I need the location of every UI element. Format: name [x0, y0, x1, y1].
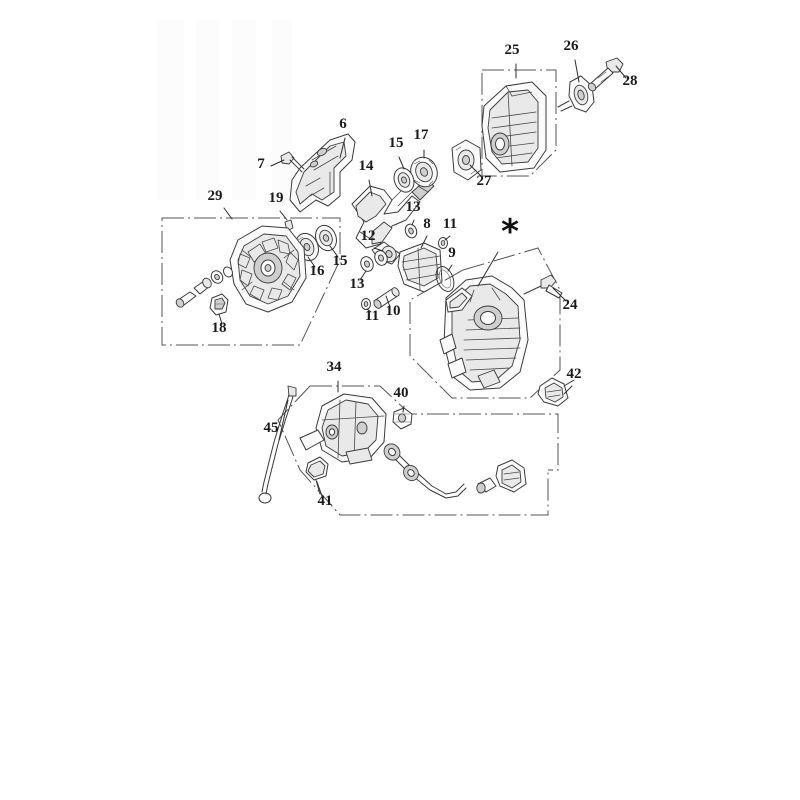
- part-26-bracket: [557, 75, 595, 113]
- callout-28: 28: [623, 73, 638, 89]
- callout-12: 12: [361, 228, 376, 244]
- callout-13b: 13: [350, 276, 365, 292]
- callout-16: 16: [310, 263, 326, 279]
- callout-6: 6: [339, 116, 347, 132]
- callout-11a: 11: [443, 216, 457, 232]
- part-42-decompression-valve: [537, 377, 575, 407]
- part-8-piston: [397, 242, 443, 293]
- part-45-throttle-rod: [258, 385, 297, 504]
- callout-27: 27: [477, 173, 493, 189]
- callout-9: 9: [448, 245, 456, 261]
- callout-45: 45: [264, 420, 279, 436]
- part-24-bolt: [523, 274, 563, 299]
- part-18-coil-key: [209, 293, 229, 316]
- part-7-screw: [280, 151, 305, 173]
- part-25-muffler: [481, 81, 547, 173]
- callout-24: 24: [563, 297, 579, 313]
- part-29-small-hardware: [175, 266, 234, 308]
- callout-25: 25: [505, 42, 520, 58]
- group-box-29: [161, 217, 341, 346]
- part-15b-bearing: [315, 224, 337, 252]
- asterisk-marker-group: *: [501, 212, 519, 252]
- part-fuel-line: [383, 443, 467, 499]
- part-17-bearing-large: [410, 156, 438, 188]
- part-29-flywheel-rotor: [229, 225, 307, 313]
- part-41-screw: [305, 456, 329, 495]
- group-box-34: [277, 385, 559, 516]
- callout-42: 42: [567, 366, 582, 382]
- callout-17: 17: [414, 127, 430, 143]
- callout-19: 19: [269, 190, 284, 206]
- callout-labels: 6 7 15 17 14 19 29 13 8 11 9 12 15 16 13…: [208, 38, 638, 509]
- asterisk-icon: *: [501, 212, 519, 252]
- part-40-nut: [392, 407, 413, 430]
- group-box-cylinder: [409, 247, 561, 399]
- callout-10: 10: [386, 303, 401, 319]
- callout-40: 40: [394, 385, 409, 401]
- callout-13a: 13: [406, 199, 421, 215]
- leader-lines: [218, 59, 627, 497]
- part-14-crankshaft: [351, 179, 435, 249]
- callout-11b: 11: [365, 308, 379, 324]
- part-13c-needle-bearing: [374, 250, 388, 266]
- callout-15a: 15: [389, 135, 404, 151]
- callout-41: 41: [318, 493, 333, 509]
- part-11b-circlip: [361, 298, 371, 310]
- part-15a-bearing: [393, 167, 415, 193]
- callout-8: 8: [423, 216, 431, 232]
- part-6-crankcase-half: [289, 133, 356, 213]
- callout-7: 7: [257, 156, 265, 172]
- part-9-piston-ring: [435, 266, 455, 292]
- part-cylinder-assembly: [439, 275, 529, 391]
- scan-band-artifacts: [158, 20, 292, 200]
- part-34-carburetor: [299, 393, 387, 465]
- callout-15b: 15: [333, 253, 348, 269]
- part-27-muffler-gasket: [451, 139, 482, 181]
- part-fuel-tank-fitting: [476, 459, 527, 494]
- part-28-bolt: [587, 57, 624, 92]
- part-13a-needle-bearing: [404, 223, 418, 239]
- callout-34: 34: [327, 359, 343, 375]
- callout-26: 26: [564, 38, 580, 54]
- group-box-25: [481, 69, 557, 177]
- callout-14: 14: [359, 158, 375, 174]
- callout-29: 29: [208, 188, 223, 204]
- callout-18: 18: [212, 320, 227, 336]
- part-13b-needle-bearing: [360, 256, 374, 272]
